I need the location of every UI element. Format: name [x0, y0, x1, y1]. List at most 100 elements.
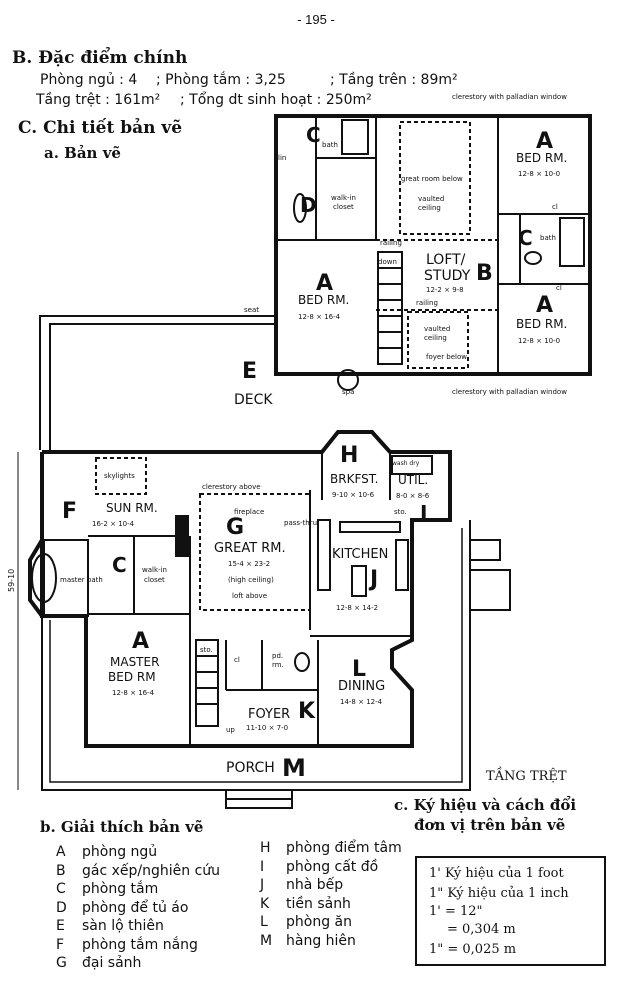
walkin-ground-1: walk-in — [142, 566, 167, 574]
brkfst-label: BRKFST. — [330, 472, 378, 486]
legend-title: b. Giải thích bản vẽ — [40, 818, 204, 836]
foyer-below-label: foyer below — [426, 353, 467, 361]
foyer-below-outline — [407, 311, 469, 369]
ground-floor-outline — [28, 430, 452, 748]
clerestory-above-label: clerestory above — [202, 483, 261, 491]
sto-2-label: sto. — [200, 646, 213, 654]
mark-m: M — [282, 754, 306, 782]
kitchen-label: KITCHEN — [332, 547, 388, 562]
foyer-label: FOYER — [248, 707, 290, 722]
vaulted-1b: ceiling — [418, 204, 441, 212]
walkin-upper-1: walk-in — [331, 194, 356, 202]
ground-floor-text: Tầng trệt : 161m² — [36, 92, 161, 108]
tang-tret-label: TẦNG TRỆT — [486, 766, 567, 784]
loft-dim: 12-2 × 9-8 — [426, 286, 464, 294]
conversion-title-1: c. Ký hiệu và cách đổi — [394, 796, 577, 814]
mark-a: A — [536, 129, 553, 154]
conversion-box: 1' Ký hiệu của 1 foot 1" Ký hiệu của 1 i… — [415, 856, 606, 966]
bath-tub-right — [559, 217, 585, 267]
walkin-upper-2: closet — [333, 203, 354, 211]
fireplace-mass — [175, 515, 189, 557]
conversion-title-2: đơn vị trên bản vẽ — [414, 816, 566, 834]
pd-label-1: pd. — [272, 652, 283, 660]
kitchen-counter — [395, 539, 409, 591]
clerestory-top-label: clerestory with palladian window — [452, 93, 567, 101]
spa-tub — [337, 369, 359, 391]
conv-line: 1" = 0,025 m — [429, 942, 517, 957]
fireplace-label: fireplace — [234, 508, 264, 516]
walkin-ground-2: closet — [144, 576, 165, 584]
porch-label: PORCH — [226, 760, 275, 776]
pd-toilet — [294, 652, 310, 672]
great-room-below-label: great room below — [401, 175, 463, 183]
conv-line: 1' = 12" — [429, 904, 483, 919]
conv-line: = 0,304 m — [447, 922, 516, 937]
bed-tr-dim: 12-8 × 10-0 — [518, 170, 560, 178]
bed-main-label: BED RM. — [298, 293, 349, 307]
upper-floor-outline — [274, 114, 592, 376]
mark-a: A — [316, 271, 333, 296]
bath-r-label: bath — [540, 234, 556, 242]
great-dim: 15-4 × 23-2 — [228, 560, 270, 568]
mark-f: F — [62, 499, 77, 524]
mark-a: A — [132, 629, 149, 654]
porch-step — [470, 569, 511, 611]
deck-label: DECK — [234, 392, 273, 408]
vaulted-2b: ceiling — [424, 334, 447, 342]
porch-step — [470, 539, 501, 561]
spa-label: spa — [342, 388, 354, 396]
foyer-dim: 11-10 × 7-0 — [246, 724, 288, 732]
wash-dry-label: wash dry — [392, 460, 420, 467]
section-c-title: C. Chi tiết bản vẽ — [18, 118, 183, 138]
railing-2-label: railing — [416, 299, 438, 307]
seat-label: seat — [244, 306, 259, 314]
mark-d: D — [300, 193, 317, 217]
loft-above-label: loft above — [232, 592, 267, 600]
mark-l: L — [352, 657, 366, 682]
mark-a: A — [536, 293, 553, 318]
master-bath-tub — [31, 553, 57, 603]
conv-line: 1' Ký hiệu của 1 foot — [429, 866, 564, 881]
lin-label: lin — [278, 154, 286, 162]
conv-line: 1" Ký hiệu của 1 inch — [429, 886, 569, 901]
clerestory-bottom-label: clerestory with palladian window — [452, 388, 567, 396]
skylights-label: skylights — [104, 472, 135, 480]
great-room-below-outline — [399, 121, 471, 235]
stairs-upper — [377, 251, 403, 365]
util-label: UTIL. — [398, 473, 428, 487]
sun-label: SUN RM. — [106, 501, 158, 515]
bathrooms-text: ; Phòng tắm : 3,25 — [156, 72, 286, 88]
master-bath-label: master bath — [60, 576, 103, 584]
mark-b: B — [476, 261, 493, 286]
bathtub — [341, 119, 369, 155]
high-ceiling-label: (high ceiling) — [228, 576, 274, 584]
porch-railing — [49, 528, 463, 783]
deck-railing — [49, 323, 276, 450]
railing-1-label: railing — [380, 239, 402, 247]
loft-label-2: STUDY — [424, 268, 471, 284]
bath-top-label: bath — [322, 141, 338, 149]
total-area-text: ; Tổng dt sinh hoạt : 250m² — [180, 92, 372, 108]
mark-e: E — [242, 359, 257, 384]
section-c-sub-a: a. Bản vẽ — [44, 144, 121, 162]
mark-c: C — [518, 226, 533, 250]
util-dim: 8-0 × 8-6 — [396, 492, 430, 500]
master-bath-area — [43, 539, 89, 617]
down-label: down — [378, 258, 397, 266]
mark-h: H — [340, 443, 358, 468]
mark-j: J — [368, 567, 378, 592]
mark-c: C — [306, 123, 321, 147]
master-label-1: MASTER — [110, 655, 159, 669]
mark-i: I — [420, 501, 427, 525]
